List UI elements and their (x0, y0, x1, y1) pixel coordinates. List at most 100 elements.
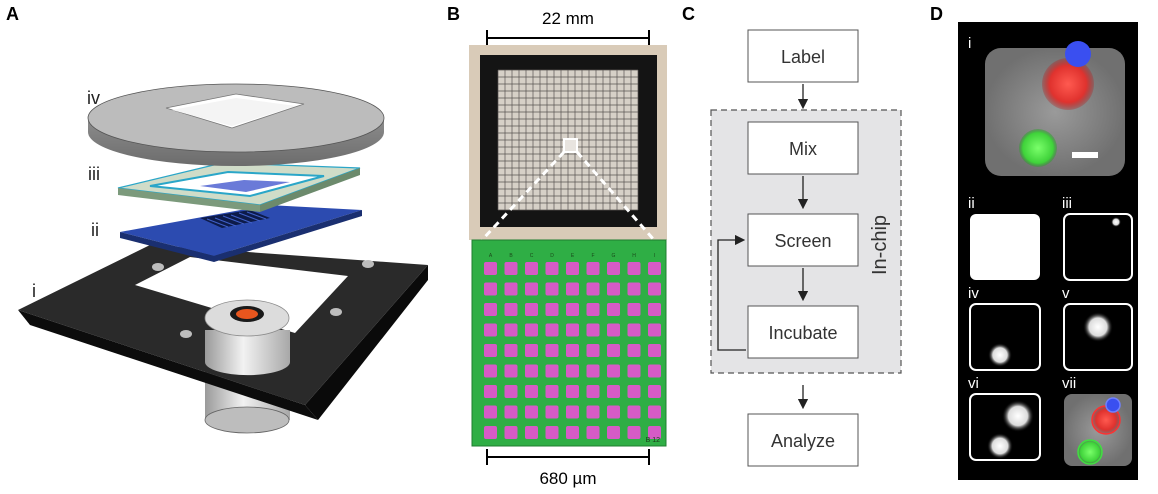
microwell (504, 323, 518, 337)
microwell (504, 262, 518, 275)
scale-label-680um: 680 µm (539, 469, 596, 488)
panel-letter-b: B (447, 4, 460, 24)
microwell (566, 426, 579, 439)
scale-bar-22mm (486, 30, 650, 46)
microwell (484, 282, 497, 296)
microwell (525, 344, 538, 357)
image-scale-bar (1072, 152, 1098, 158)
microwell (607, 364, 620, 378)
microwell (525, 426, 538, 439)
microwell (607, 405, 620, 419)
image-vi (969, 393, 1041, 461)
flow-arrows (717, 84, 809, 410)
microwell (607, 385, 620, 398)
microwell (525, 385, 538, 398)
microwell (484, 323, 497, 337)
microwell (566, 344, 579, 357)
microwell (648, 385, 661, 398)
microwell (627, 364, 641, 378)
top-ring (87, 83, 385, 166)
microwell (504, 364, 518, 378)
image-iii (1063, 213, 1133, 281)
microwell (504, 344, 518, 357)
microwell (627, 262, 641, 275)
microwell (648, 323, 661, 337)
microwell (648, 282, 661, 296)
step-screen: Screen (774, 231, 831, 251)
microwell (627, 303, 641, 316)
microwell (627, 323, 641, 337)
microwell (484, 303, 497, 316)
microwell (586, 405, 600, 419)
microwell (627, 282, 641, 296)
microwell (525, 405, 538, 419)
layer-label-i: i (32, 281, 36, 301)
sublabel-v: v (1062, 285, 1070, 302)
step-box-screen (747, 213, 859, 267)
microwell (648, 262, 661, 275)
layer-label-ii: ii (91, 220, 99, 240)
microwell (545, 323, 559, 337)
panel-letter-a: A (6, 4, 19, 24)
panel-c-flowchart: In-chip Label Mix Screen Incubate Analyz… (710, 29, 902, 467)
step-analyze: Analyze (771, 431, 835, 451)
sublabel-iv: iv (968, 285, 979, 302)
microwell (525, 282, 538, 296)
microwell (545, 282, 559, 296)
microwell (586, 262, 600, 275)
scale-label-22mm: 22 mm (542, 9, 594, 28)
step-box-mix (747, 121, 859, 175)
scale-bar-680um (486, 449, 650, 465)
microwell (607, 282, 620, 296)
microwell (648, 405, 661, 419)
microwell (586, 344, 600, 357)
layer-label-iii: iii (88, 164, 100, 184)
panel-d-microscopy: i ii iii iv v vi vii (958, 22, 1138, 480)
microwell (504, 303, 518, 316)
microwell (607, 426, 620, 439)
sublabel-iii: iii (1062, 195, 1072, 212)
microwell (504, 405, 518, 419)
microwell (566, 385, 579, 398)
microwell (484, 344, 497, 357)
microwell (525, 323, 538, 337)
sublabel-ii: ii (968, 195, 975, 212)
image-i-composite (985, 41, 1125, 176)
microwell (545, 262, 559, 275)
base-plate (18, 245, 428, 420)
well-column-letter: D (550, 253, 554, 259)
microwell (525, 364, 538, 378)
microwell (484, 405, 497, 419)
panel-letter-d: D (930, 4, 943, 24)
microwell (484, 385, 497, 398)
step-label: Label (781, 47, 825, 67)
sublabel-vii: vii (1062, 375, 1076, 392)
panel-letter-c: C (682, 4, 695, 24)
microwell (607, 344, 620, 357)
microwell (566, 323, 579, 337)
microwell (504, 282, 518, 296)
microwell (566, 262, 579, 275)
in-chip-label: In-chip (869, 215, 891, 275)
microwell (484, 262, 497, 275)
microwell (648, 364, 661, 378)
chip-layer (120, 205, 362, 262)
microwell (607, 323, 620, 337)
microwell (586, 282, 600, 296)
microwell (525, 262, 538, 275)
panel-a-exploded-view: iv iii ii i (18, 83, 428, 434)
microwell (648, 426, 661, 439)
microwell (545, 426, 559, 439)
microwell (545, 405, 559, 419)
well-column-letter: A (489, 253, 493, 259)
image-vii-overlay (1064, 394, 1132, 466)
microwell (648, 344, 661, 357)
microwell (627, 344, 641, 357)
microwell (627, 426, 641, 439)
microwell (648, 303, 661, 316)
microwell (586, 426, 600, 439)
well-column-letter: F (591, 253, 594, 259)
microwell (586, 323, 600, 337)
